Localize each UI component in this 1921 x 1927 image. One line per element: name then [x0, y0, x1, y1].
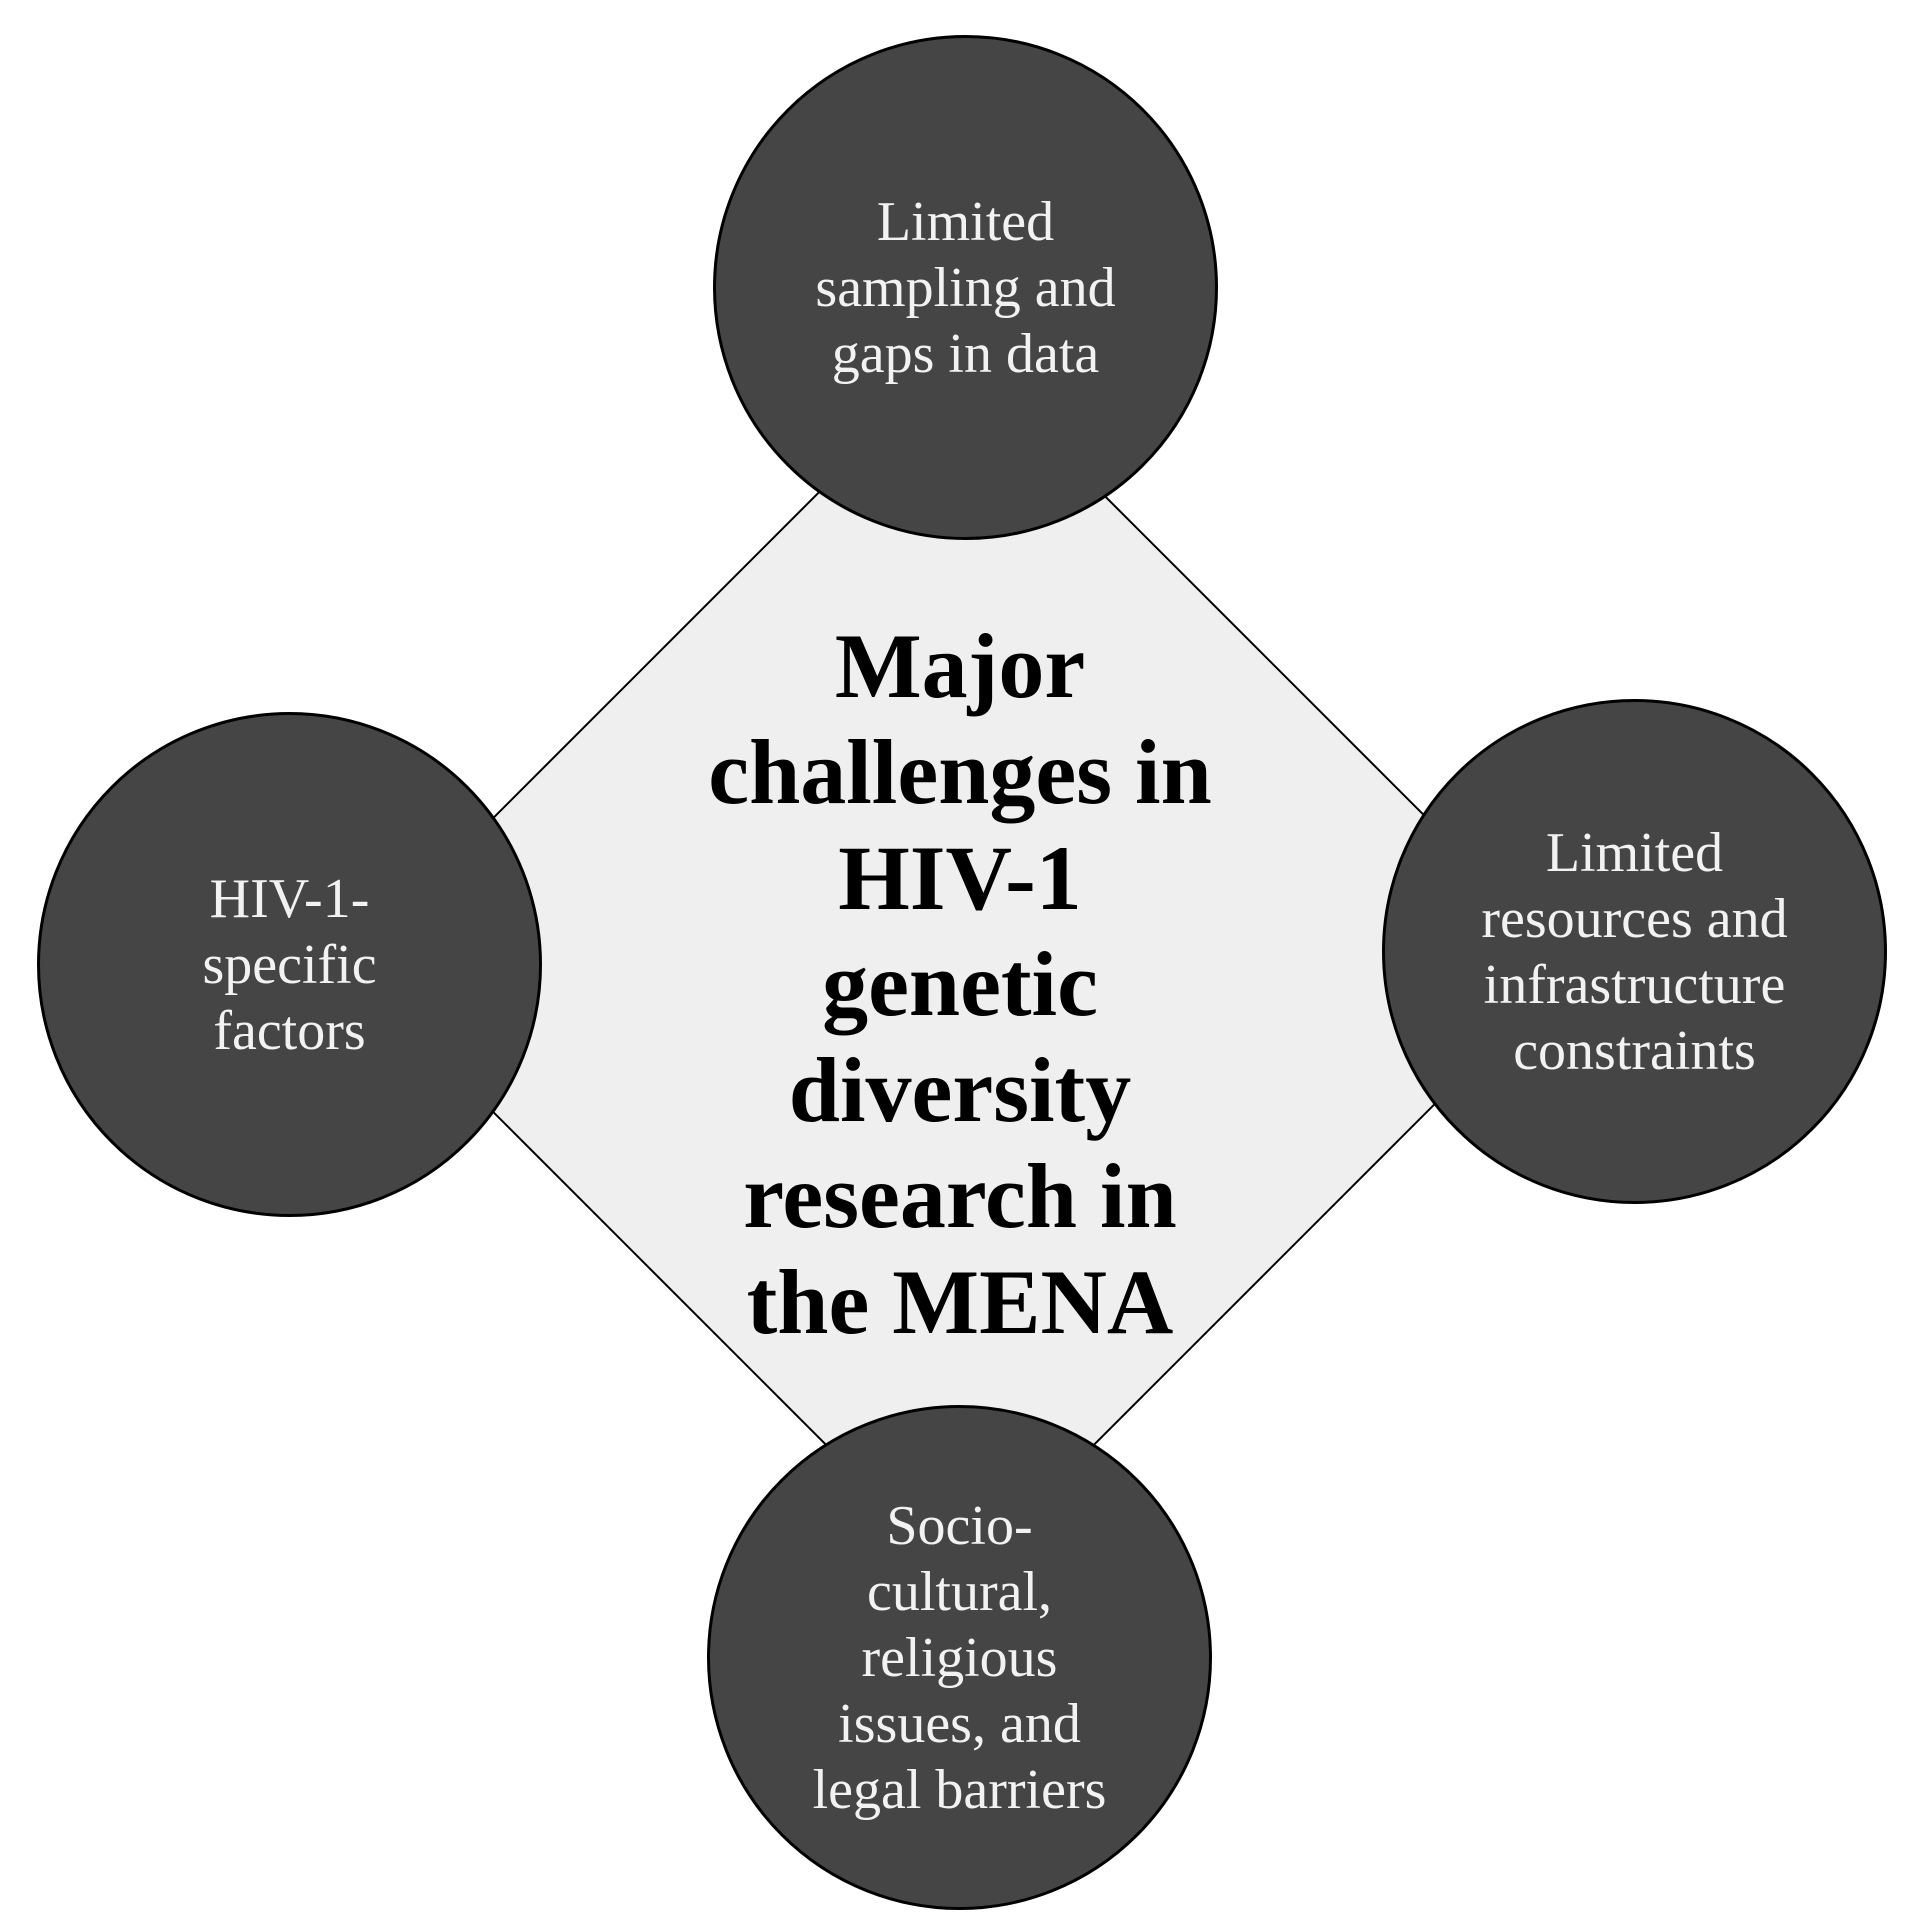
- node-label-line: infrastructure: [1483, 953, 1786, 1016]
- node-label-line: factors: [213, 999, 366, 1062]
- center-title-line: research in: [743, 1145, 1177, 1247]
- center-title-line: challenges in: [708, 721, 1212, 823]
- node-sociocultural-barriers-circle: Socio- cultural, religious issues, and l…: [707, 1405, 1212, 1910]
- center-title-line: Major: [834, 615, 1086, 717]
- node-label-line: Limited: [876, 190, 1055, 253]
- node-limited-sampling-circle: Limited sampling and gaps in data: [713, 35, 1218, 540]
- node-label-line: specific: [202, 933, 377, 996]
- node-label-line: issues, and: [838, 1692, 1081, 1755]
- node-limited-resources-circle: Limited resources and infrastructure con…: [1382, 699, 1887, 1204]
- node-limited-sampling-label: Limited sampling and gaps in data: [716, 189, 1215, 387]
- node-label-line: resources and: [1481, 887, 1788, 950]
- node-label-line: HIV-1-: [209, 867, 370, 930]
- center-title-line: genetic: [822, 933, 1098, 1035]
- center-title-line: HIV-1: [838, 827, 1082, 929]
- node-label-line: Socio-: [886, 1494, 1033, 1557]
- node-label-line: sampling and: [815, 256, 1116, 319]
- node-label-line: constraints: [1513, 1019, 1756, 1082]
- node-hiv1-specific-factors-circle: HIV-1- specific factors: [37, 712, 542, 1217]
- node-label-line: gaps in data: [831, 322, 1100, 385]
- node-hiv1-specific-factors-label: HIV-1- specific factors: [40, 866, 539, 1064]
- node-label-line: cultural,: [866, 1560, 1053, 1623]
- center-title-line: the MENA: [746, 1251, 1174, 1353]
- node-sociocultural-barriers-label: Socio- cultural, religious issues, and l…: [710, 1493, 1209, 1823]
- node-label-line: Limited: [1545, 821, 1724, 884]
- node-limited-resources-label: Limited resources and infrastructure con…: [1385, 820, 1884, 1084]
- center-title: Major challenges in HIV-1 genetic divers…: [460, 613, 1460, 1355]
- node-label-line: legal barriers: [812, 1758, 1107, 1821]
- center-title-line: diversity: [788, 1039, 1132, 1141]
- node-label-line: religious: [861, 1626, 1058, 1689]
